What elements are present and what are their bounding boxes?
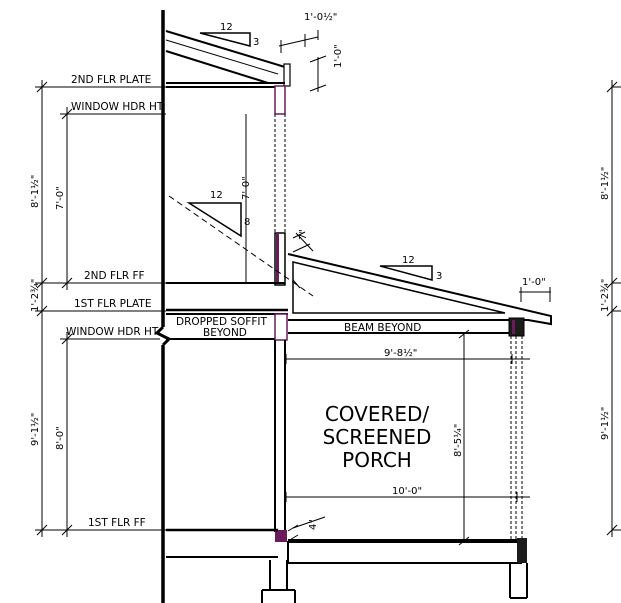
- dashed-pitch-triangle: [186, 202, 242, 238]
- porch-step-dim: 4": [308, 519, 319, 530]
- porch-flashing-dim: 7": [298, 229, 309, 240]
- soffit-label: DROPPED SOFFIT: [176, 316, 267, 328]
- level-2nd-window-hdr: WINDOW HDR HT: [71, 101, 164, 113]
- dim-lower-window: 8'-0": [55, 426, 66, 450]
- porch-height-dim: 8'-5¼": [452, 424, 464, 457]
- upper-roof: 12 3 1'-0½" 1'-0": [165, 11, 344, 92]
- right-dim-lower-story: 9'-1½": [599, 407, 611, 440]
- upper-pitch-rise: 3: [253, 37, 259, 48]
- porch-rim-end: [517, 538, 527, 563]
- upper-pitch-triangle: [199, 32, 251, 47]
- dashed-rafter-beyond: 12 8 7'-0": [168, 176, 314, 297]
- soffit-width-dim: 9'-8½": [384, 347, 417, 359]
- exterior-wall: [154, 10, 172, 603]
- upper-pitch-run: 12: [220, 22, 233, 33]
- floor-width-dim: 10'-0": [392, 486, 422, 497]
- dim-upper-story: 8'-1½": [29, 175, 41, 208]
- porch-dimensions: 9'-8½" 10'-0" 8'-5¼" 4": [285, 329, 530, 546]
- second-floor-framing: [166, 82, 286, 286]
- dim-upper-window: 7'-0": [55, 186, 66, 210]
- porch-label: COVERED/ SCREENED PORCH: [323, 402, 432, 472]
- first-floor-wall: [274, 313, 288, 542]
- level-1st-plate: 1ST FLR PLATE: [74, 298, 151, 310]
- dashed-pitch-run: 12: [210, 190, 223, 201]
- level-1st-window-hdr: WINDOW HDR HT: [66, 326, 159, 338]
- level-2nd-ff: 2ND FLR FF: [84, 270, 145, 282]
- dashed-pitch-rise: 8: [244, 217, 250, 228]
- porch-pitch-run: 12: [402, 255, 415, 266]
- soffit-beyond-label: BEYOND: [203, 327, 247, 339]
- floor-system: DROPPED SOFFIT BEYOND: [166, 282, 288, 340]
- dim-lower-story: 9'-1½": [29, 413, 41, 446]
- upper-fascia-dim: 1'-0": [333, 44, 344, 68]
- right-dim-floor-framing: 1'-2¾": [600, 279, 611, 312]
- porch-label-line1: COVERED/: [325, 402, 430, 426]
- porch-pitch-triangle: [379, 265, 433, 281]
- porch-label-line2: SCREENED: [323, 425, 432, 449]
- porch-roof: 7" 12 3 1'-0" BEAM BEYOND: [287, 229, 552, 337]
- porch-floor: [166, 528, 528, 603]
- level-1st-ff: 1ST FLR FF: [88, 517, 146, 529]
- lower-header: [274, 313, 288, 341]
- right-dim-upper-story: 8'-1½": [599, 167, 611, 200]
- porch-pitch-rise: 3: [436, 271, 442, 282]
- right-dimensions: 8'-1½" 1'-2¾" 9'-1½": [599, 80, 621, 537]
- upper-overhang-dim: 1'-0½": [304, 11, 337, 23]
- dim-floor-framing: 1'-2¾": [30, 279, 41, 312]
- porch-beam-end: [508, 317, 525, 337]
- porch-overhang-dim: 1'-0": [522, 277, 546, 288]
- upper-fascia: [283, 63, 291, 87]
- beam-label: BEAM BEYOND: [344, 322, 421, 334]
- left-dimensions: 8'-1½" 1'-2¾" 9'-1½" 7'-0" 8'-0": [29, 80, 247, 537]
- level-markers: 2ND FLR PLATE WINDOW HDR HT 2ND FLR FF 1…: [35, 74, 166, 531]
- porch-label-line3: PORCH: [342, 448, 412, 472]
- upper-header: [274, 85, 286, 115]
- porch-post: [510, 336, 523, 541]
- level-2nd-plate: 2ND FLR PLATE: [71, 74, 151, 86]
